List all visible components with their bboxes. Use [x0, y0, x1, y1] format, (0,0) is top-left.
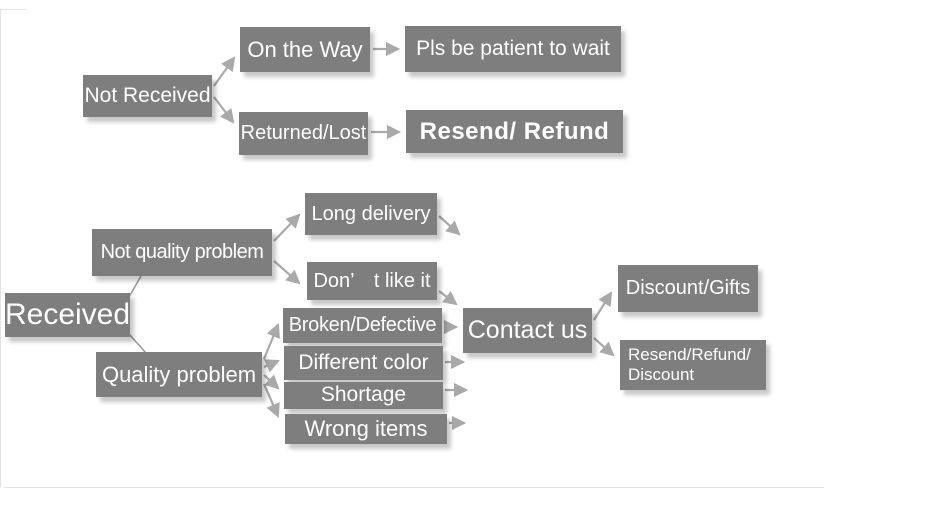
connector-received-to-quality-problem: [128, 333, 147, 354]
node-on-the-way: On the Way: [240, 27, 370, 72]
arrow-contact-us-to-discount-gifts: [593, 291, 613, 321]
arrow-quality-to-different-color: [263, 359, 280, 373]
arrow-not-quality-to-dont-like-it: [273, 260, 301, 285]
node-discount-gifts-label: Discount/Gifts: [625, 277, 751, 299]
arrow-quality-to-shortage: [263, 374, 280, 390]
node-received: Received: [5, 293, 130, 337]
node-resend-refund-label: Resend/ Refund: [419, 117, 610, 145]
arrow-dont-like-it-to-contact-us: [438, 290, 458, 306]
node-different-color: Different color: [284, 346, 443, 380]
node-returned-lost-label: Returned/Lost: [240, 122, 367, 144]
node-shortage-label: Shortage: [320, 383, 407, 407]
node-not-received-label: Not Received: [84, 83, 211, 107]
node-pls-be-patient-label: Pls be patient to wait: [416, 36, 610, 60]
node-quality-problem: Quality problem: [96, 352, 262, 397]
frame-top-left-tick: [0, 9, 26, 10]
arrow-not-received-to-returned-lost: [213, 96, 235, 124]
node-long-delivery-label: Long delivery: [311, 202, 431, 225]
node-long-delivery: Long delivery: [305, 193, 437, 235]
node-quality-problem-label: Quality problem: [101, 361, 257, 387]
node-broken-defective: Broken/Defective: [283, 308, 442, 343]
node-contact-us: Contact us: [463, 308, 592, 353]
node-pls-be-patient: Pls be patient to wait: [405, 26, 621, 72]
frame-bottom-border: [4, 487, 824, 488]
node-on-the-way-label: On the Way: [247, 36, 363, 62]
node-broken-defective-label: Broken/Defective: [288, 314, 437, 336]
node-resend-refund-discount-line1: Resend/Refund/: [628, 345, 751, 365]
node-resend-refund-discount-line2: Discount: [628, 365, 695, 384]
arrow-not-quality-to-long-delivery: [273, 213, 301, 242]
node-not-quality-problem: Not quality problem: [92, 229, 272, 276]
node-resend-refund: Resend/ Refund: [406, 110, 623, 153]
arrow-contact-us-to-resend-refund-discount: [593, 337, 615, 357]
node-shortage: Shortage: [284, 382, 443, 409]
connector-received-to-not-quality-problem: [128, 275, 142, 298]
node-not-quality-problem-label: Not quality problem: [100, 241, 264, 263]
node-wrong-items-label: Wrong items: [304, 416, 428, 442]
arrow-quality-to-wrong-items: [262, 383, 280, 418]
arrow-not-received-to-on-the-way: [213, 56, 236, 87]
node-received-label: Received: [4, 298, 131, 332]
node-wrong-items: Wrong items: [285, 414, 447, 444]
arrow-long-delivery-out: [438, 215, 461, 236]
node-dont-like-it-label: Don’ t like it: [313, 269, 431, 292]
node-different-color-label: Different color: [298, 350, 429, 374]
node-discount-gifts: Discount/Gifts: [618, 265, 758, 312]
arrow-quality-to-broken-defective: [262, 323, 280, 360]
frame-left-border: [0, 10, 1, 487]
node-contact-us-label: Contact us: [467, 316, 588, 345]
node-not-received: Not Received: [83, 75, 212, 117]
node-resend-refund-discount: Resend/Refund/ Discount: [620, 340, 766, 390]
node-dont-like-it: Don’ t like it: [307, 262, 437, 300]
node-returned-lost: Returned/Lost: [239, 112, 368, 155]
